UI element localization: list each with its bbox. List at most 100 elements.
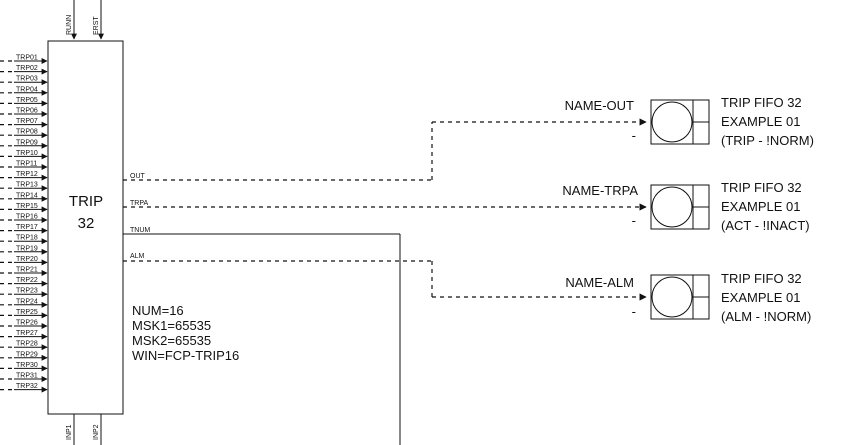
trip-input-label: TRP14 (16, 192, 38, 199)
trip-input-label: TRP07 (16, 118, 38, 125)
trip-input-pin[interactable]: TRP22 (0, 277, 48, 287)
trip-input-label: TRP32 (16, 383, 38, 390)
trip-input-label: TRP04 (16, 86, 38, 93)
trip-input-label: TRP12 (16, 171, 38, 178)
block-title-line2: 32 (78, 215, 95, 232)
trip-input-pin[interactable]: TRP13 (0, 182, 48, 192)
trip-input-pin[interactable]: TRP05 (0, 97, 48, 107)
trip-input-label: TRP23 (16, 288, 38, 295)
trip-input-label: TRP10 (16, 150, 38, 157)
target-name: NAME-OUT (565, 98, 634, 113)
trip-input-label: TRP03 (16, 76, 38, 83)
target-line1: TRIP FIFO 32 (721, 271, 802, 286)
trip-input-pin[interactable]: TRP03 (0, 76, 48, 86)
top-input-label: ERST (93, 16, 100, 35)
top-input-erst[interactable]: ERST (93, 0, 104, 40)
trip-input-pin[interactable]: TRP18 (0, 235, 48, 245)
target-dash: - (632, 128, 636, 143)
trip-input-label: TRP27 (16, 330, 38, 337)
trip-input-label: TRP05 (16, 97, 38, 104)
trip-input-pin[interactable]: TRP02 (0, 65, 48, 75)
trip-input-pin[interactable]: TRP31 (0, 373, 48, 382)
trip-input-label: TRP13 (16, 182, 38, 189)
trip-input-pin[interactable]: TRP26 (0, 320, 48, 329)
trip-input-label: TRP25 (16, 309, 38, 316)
trip-input-pin[interactable]: TRP12 (0, 171, 48, 181)
target-dash: - (632, 213, 636, 228)
trip-input-pin[interactable]: TRP30 (0, 362, 48, 372)
trip-input-label: TRP26 (16, 320, 38, 327)
trip-input-pin[interactable]: TRP04 (0, 86, 48, 96)
bottom-input-label: INP1 (66, 424, 73, 440)
target-alm[interactable]: NAME-ALM - TRIP FIFO 32 EXAMPLE 01 (ALM … (565, 271, 811, 324)
trip-input-pin[interactable]: TRP29 (0, 351, 48, 361)
trip-input-pin[interactable]: TRP25 (0, 309, 48, 319)
trip-input-label: TRP28 (16, 341, 38, 348)
trip-input-label: TRP15 (16, 203, 38, 210)
param-win: WIN=FCP-TRIP16 (132, 348, 239, 363)
target-line3: (TRIP - !NORM) (721, 133, 814, 148)
trip-input-pin[interactable]: TRP08 (0, 129, 48, 139)
output-label-tnum: TNUM (130, 227, 150, 234)
target-dash: - (632, 304, 636, 319)
bottom-input-inp2[interactable]: INP2 (93, 414, 102, 445)
top-input-label: RUNN (66, 15, 73, 35)
bottom-input-label: INP2 (93, 424, 100, 440)
trip-input-pin[interactable]: TRP28 (0, 341, 48, 351)
target-line1: TRIP FIFO 32 (721, 95, 802, 110)
target-trpa[interactable]: NAME-TRPA - TRIP FIFO 32 EXAMPLE 01 (ACT… (562, 180, 809, 233)
top-input-runn[interactable]: RUNN (66, 0, 77, 40)
trip-input-label: TRP24 (16, 298, 38, 305)
trip-input-pin[interactable]: TRP20 (0, 256, 48, 266)
trip-input-pin[interactable]: TRP07 (0, 118, 48, 128)
trip-input-pin[interactable]: TRP21 (0, 267, 48, 276)
target-out[interactable]: NAME-OUT - TRIP FIFO 32 EXAMPLE 01 (TRIP… (565, 95, 814, 148)
output-label-out: OUT (130, 173, 146, 180)
block-title-line1: TRIP (69, 193, 103, 210)
trip-input-label: TRP29 (16, 351, 38, 358)
trip-input-label: TRP06 (16, 108, 38, 115)
trip-input-pin[interactable]: TRP01 (0, 55, 48, 64)
trip-input-label: TRP02 (16, 65, 38, 72)
trip-input-label: TRP09 (16, 139, 38, 146)
target-name: NAME-ALM (565, 275, 634, 290)
trip-input-label: TRP30 (16, 362, 38, 369)
trip-input-pin[interactable]: TRP16 (0, 214, 48, 223)
target-line2: EXAMPLE 01 (721, 114, 801, 129)
trip-input-label: TRP18 (16, 235, 38, 242)
trip-input-label: TRP11 (16, 161, 37, 168)
trip-input-pin[interactable]: TRP06 (0, 108, 48, 117)
bottom-input-inp1[interactable]: INP1 (66, 414, 75, 445)
target-name: NAME-TRPA (562, 183, 638, 198)
trip-input-label: TRP19 (16, 245, 38, 252)
target-line3: (ACT - !INACT) (721, 218, 810, 233)
trip-input-pin[interactable]: TRP14 (0, 192, 48, 202)
trip-input-label: TRP16 (16, 214, 38, 221)
target-circle-icon (651, 101, 693, 143)
trip-input-label: TRP01 (16, 55, 38, 62)
trip-input-pin[interactable]: TRP24 (0, 298, 48, 308)
trip-input-label: TRP22 (16, 277, 38, 284)
target-line3: (ALM - !NORM) (721, 309, 811, 324)
target-circle-icon (651, 276, 693, 318)
trip-input-pin[interactable]: TRP15 (0, 203, 48, 213)
trip-input-pin[interactable]: TRP27 (0, 330, 48, 340)
target-circle-icon (651, 186, 693, 228)
param-num: NUM=16 (132, 303, 184, 318)
trip-input-pin[interactable]: TRP11 (0, 161, 48, 170)
trip-input-pin[interactable]: TRP23 (0, 288, 48, 298)
param-msk1: MSK1=65535 (132, 318, 211, 333)
trip-input-label: TRP21 (16, 267, 38, 274)
trip-input-pin[interactable]: TRP19 (0, 245, 48, 255)
trip-function-block[interactable] (47, 40, 124, 415)
trip-input-pin[interactable]: TRP09 (0, 139, 48, 149)
trip-input-pin[interactable]: TRP32 (0, 383, 48, 393)
trip-input-label: TRP31 (16, 373, 38, 380)
trip-input-pin[interactable]: TRP17 (0, 224, 48, 234)
target-line2: EXAMPLE 01 (721, 199, 801, 214)
trip-input-label: TRP08 (16, 129, 38, 136)
output-label-trpa: TRPA (130, 200, 148, 207)
trip-input-label: TRP20 (16, 256, 38, 263)
trip-input-pin[interactable]: TRP10 (0, 150, 48, 160)
